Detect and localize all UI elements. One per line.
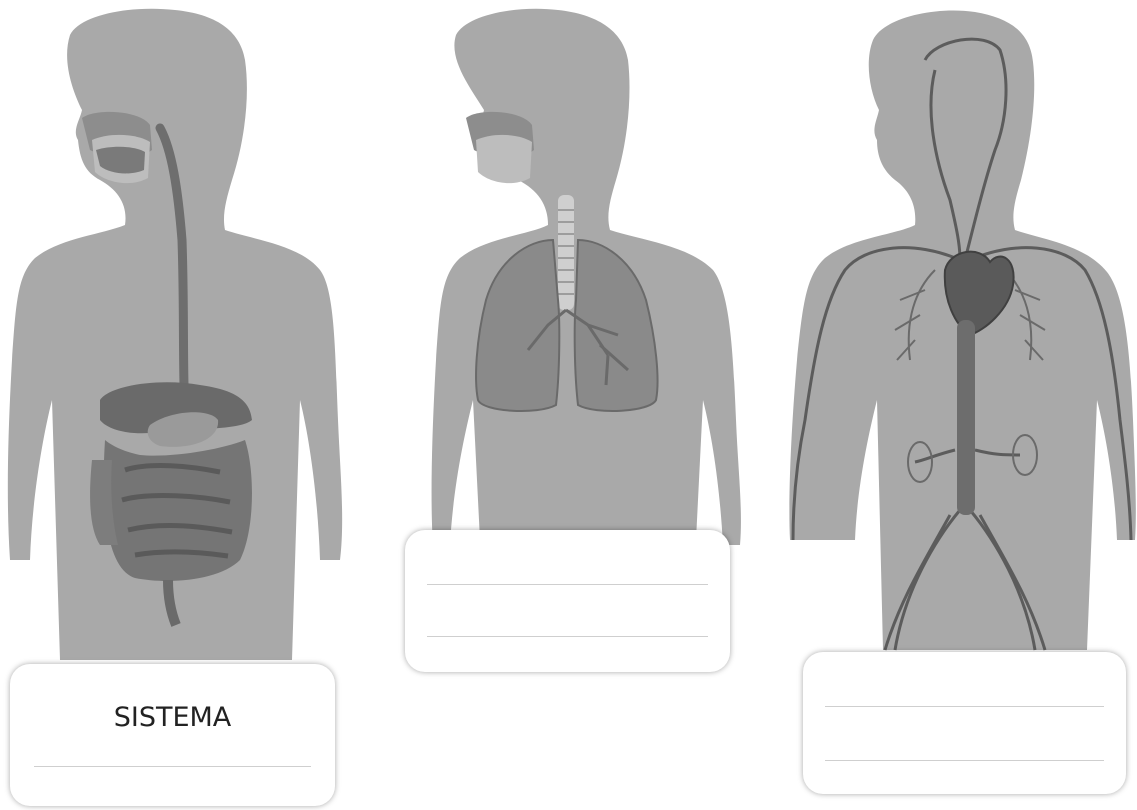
- label-card-title: SISTEMA: [10, 702, 335, 733]
- label-card-respiratory[interactable]: [405, 530, 730, 672]
- label-card-circulatory[interactable]: [803, 652, 1126, 794]
- digestive-system-figure: [0, 0, 345, 690]
- writing-line[interactable]: [825, 760, 1104, 761]
- writing-line[interactable]: [34, 766, 311, 767]
- respiratory-system-figure: [378, 0, 748, 560]
- writing-line[interactable]: [427, 636, 708, 637]
- label-card-digestive[interactable]: SISTEMA: [10, 664, 335, 806]
- writing-line[interactable]: [427, 584, 708, 585]
- aorta: [957, 320, 975, 515]
- writing-line[interactable]: [825, 706, 1104, 707]
- trachea: [558, 195, 574, 310]
- circulatory-system-figure: [785, 0, 1137, 670]
- nasal-cavity: [466, 112, 534, 183]
